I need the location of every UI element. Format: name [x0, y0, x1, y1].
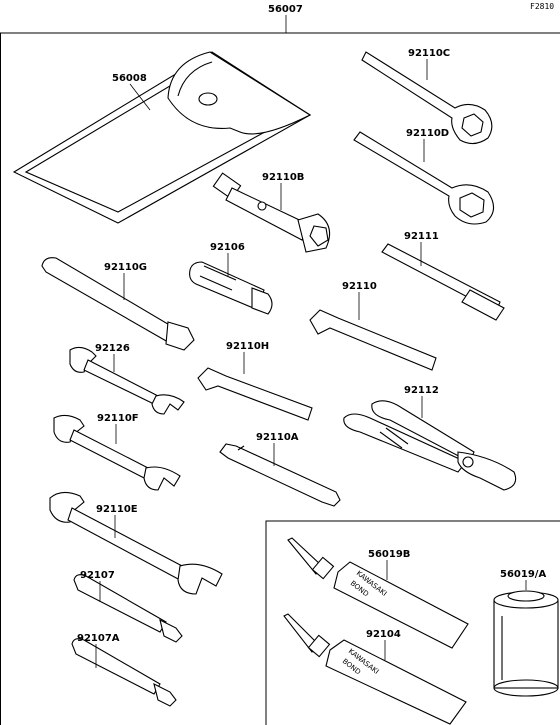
can-56019A — [493, 590, 559, 697]
label-92110B: 92110B — [262, 172, 304, 183]
pliers-92112 — [343, 400, 517, 491]
label-92107A: 92107A — [77, 633, 120, 644]
label-92110E: 92110E — [96, 504, 138, 515]
box-wrench-92110C — [361, 51, 493, 145]
label-92107: 92107 — [80, 570, 115, 581]
extension-bar-92110G — [41, 257, 195, 351]
label-92126: 92126 — [95, 343, 130, 354]
label-92110H: 92110H — [226, 341, 269, 352]
consumables-frame — [265, 520, 560, 725]
bond-tube-92104: KAWASAKI BOND — [283, 613, 467, 725]
label-92110G: 92110G — [104, 262, 147, 273]
handle-92111 — [381, 243, 505, 321]
label-92110: 92110 — [342, 281, 377, 292]
socket-wrench-92110B — [212, 172, 331, 253]
box-wrench-92110D — [353, 131, 495, 225]
label-56008: 56008 — [112, 73, 147, 84]
hex-key-92110 — [309, 309, 437, 371]
label-92110F: 92110F — [97, 413, 139, 424]
figure-code: F2810 — [530, 2, 554, 11]
label-92112: 92112 — [404, 385, 439, 396]
label-56019B: 56019B — [368, 549, 410, 560]
label-92111: 92111 — [404, 231, 439, 242]
tool-pouch-56008 — [12, 51, 312, 224]
label-92110A: 92110A — [256, 432, 299, 443]
label-56019A: 56019/A — [500, 569, 546, 580]
open-end-wrench-92110E — [49, 491, 223, 595]
open-end-wrench-92126 — [69, 346, 185, 415]
hex-key-92110H — [197, 367, 313, 421]
label-92104: 92104 — [366, 629, 401, 640]
label-92106: 92106 — [210, 242, 245, 253]
label-56007: 56007 — [268, 4, 303, 15]
label-92110D: 92110D — [406, 128, 449, 139]
label-92110C: 92110C — [408, 48, 450, 59]
tool-92110A — [219, 443, 341, 507]
open-end-wrench-92110F — [53, 414, 181, 491]
bond-tube-56019B: KAWASAKI BOND — [287, 537, 469, 649]
screwdriver-92107 — [73, 574, 183, 643]
spark-plug-socket-92106 — [189, 261, 273, 315]
screwdriver-92107A — [71, 638, 177, 707]
